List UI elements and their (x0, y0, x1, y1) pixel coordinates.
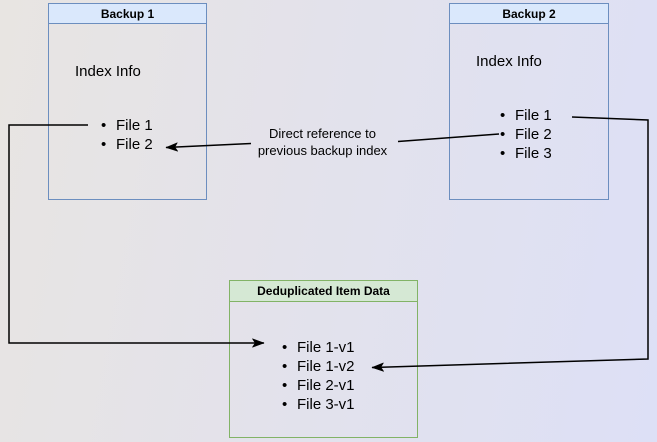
annotation-line-1: Direct reference to (269, 126, 376, 141)
file-label: File 1 (116, 117, 153, 134)
list-item: • File 1-v2 (282, 357, 355, 376)
list-item: • File 1 (101, 116, 153, 135)
backup1-subtitle: Index Info (75, 63, 141, 80)
backup2-title: Backup 2 (450, 4, 608, 24)
file-label: File 2 (515, 126, 552, 143)
file-label: File 2-v1 (297, 377, 355, 394)
backup1-title: Backup 1 (49, 4, 206, 24)
file-label: File 1 (515, 107, 552, 124)
file-label: File 1-v1 (297, 339, 355, 356)
bullet-icon: • (282, 339, 288, 356)
list-item: • File 2-v1 (282, 376, 355, 395)
list-item: • File 3 (500, 144, 552, 163)
list-item: • File 2 (500, 125, 552, 144)
bullet-icon: • (282, 358, 288, 375)
backup1-file-list: • File 1 • File 2 (101, 116, 153, 154)
list-item: • File 1 (500, 106, 552, 125)
backup2-file-list: • File 1 • File 2 • File 3 (500, 106, 552, 163)
bullet-icon: • (500, 145, 506, 162)
file-label: File 3-v1 (297, 396, 355, 413)
dedup-file-list: • File 1-v1 • File 1-v2 • File 2-v1 • Fi… (282, 338, 355, 414)
file-label: File 3 (515, 145, 552, 162)
direct-reference-annotation: Direct reference to previous backup inde… (230, 125, 415, 159)
deduplicated-item-data-box: Deduplicated Item Data • File 1-v1 • Fil… (229, 280, 418, 438)
annotation-line-2: previous backup index (257, 143, 388, 158)
file-label: File 1-v2 (297, 358, 355, 375)
bullet-icon: • (500, 126, 506, 143)
bullet-icon: • (282, 396, 288, 413)
dedup-title: Deduplicated Item Data (230, 281, 417, 302)
bullet-icon: • (500, 107, 506, 124)
file-label: File 2 (116, 136, 153, 153)
backup1-box: Backup 1 Index Info • File 1 • File 2 (48, 3, 207, 200)
list-item: • File 2 (101, 135, 153, 154)
backup2-subtitle: Index Info (476, 53, 542, 70)
list-item: • File 3-v1 (282, 395, 355, 414)
list-item: • File 1-v1 (282, 338, 355, 357)
bullet-icon: • (282, 377, 288, 394)
backup2-box: Backup 2 Index Info • File 1 • File 2 • … (449, 3, 609, 200)
bullet-icon: • (101, 136, 107, 153)
bullet-icon: • (101, 117, 107, 134)
